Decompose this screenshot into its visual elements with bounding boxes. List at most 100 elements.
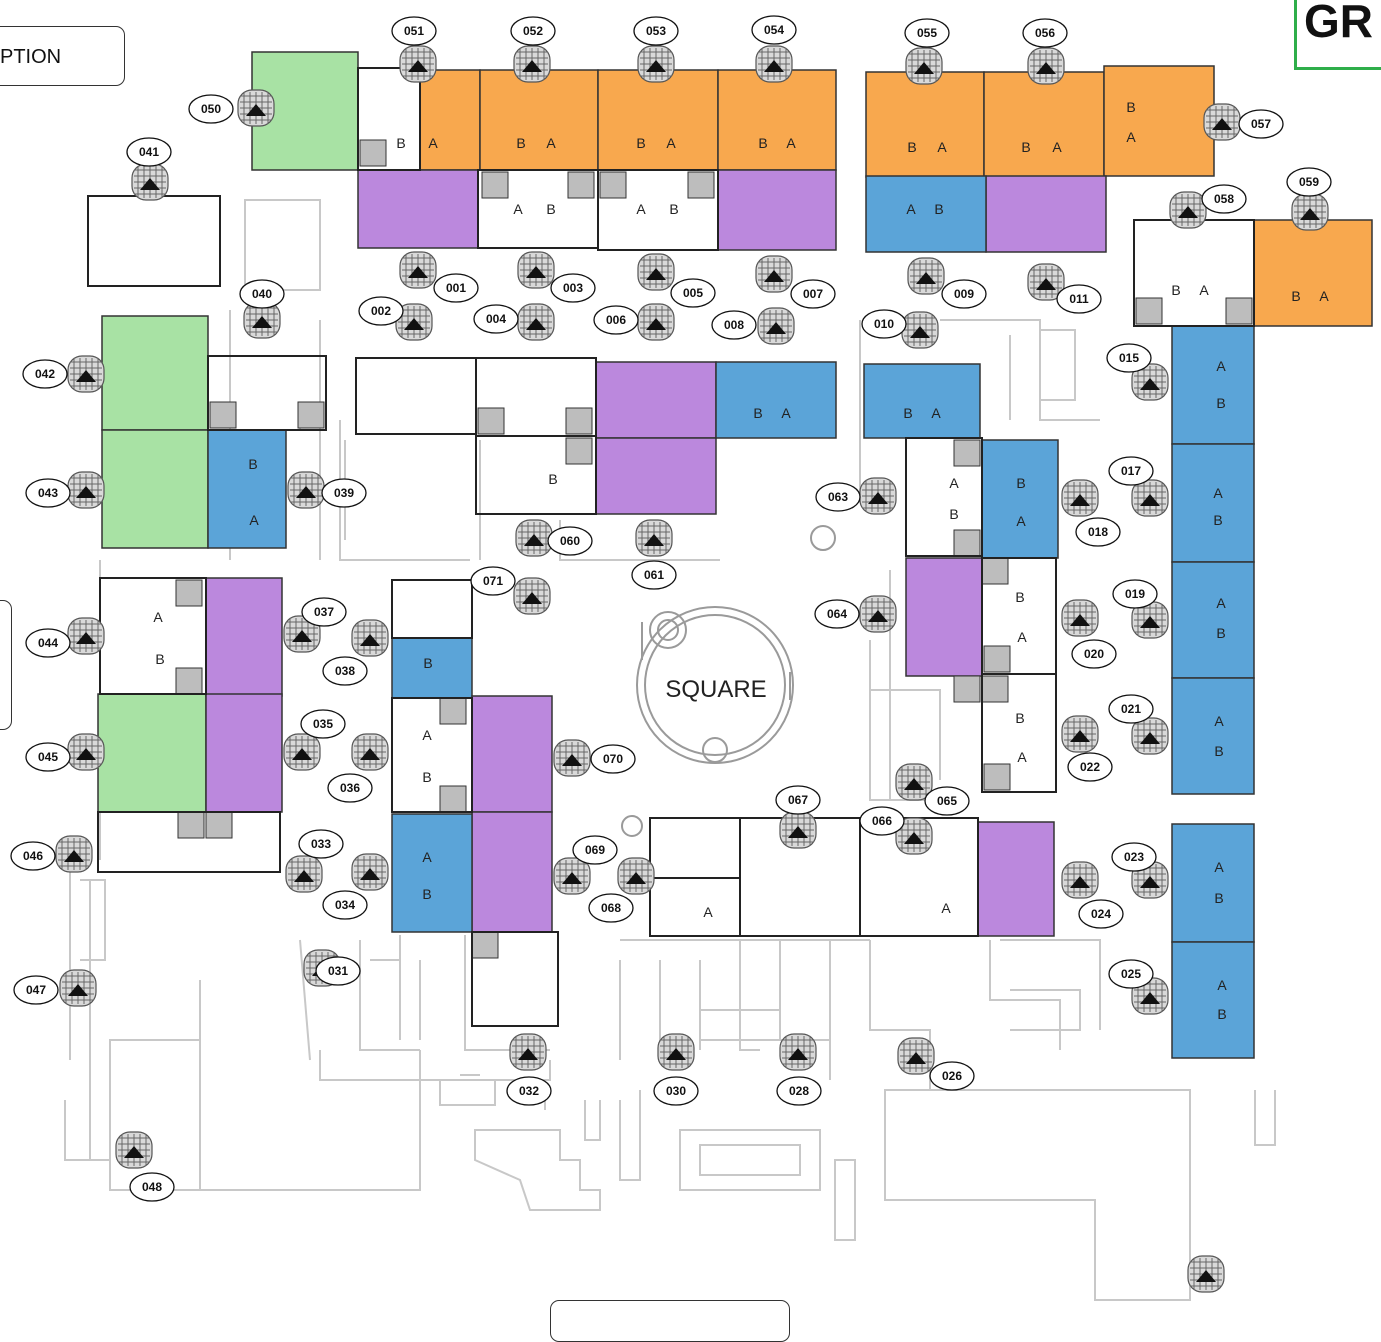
villa-label-018[interactable]: 018	[1075, 517, 1121, 547]
villa-block	[981, 439, 1059, 559]
villa-number: 034	[335, 898, 355, 912]
villa-label-034[interactable]: 034	[322, 890, 368, 920]
stair-icon	[67, 733, 105, 771]
unit-letter: A	[1214, 713, 1224, 729]
unit-grey-square	[1135, 297, 1163, 325]
villa-label-053[interactable]: 053	[633, 16, 679, 46]
villa-label-061[interactable]: 061	[631, 560, 677, 590]
villa-label-046[interactable]: 046	[10, 841, 56, 871]
villa-label-022[interactable]: 022	[1067, 752, 1113, 782]
villa-label-064[interactable]: 064	[814, 599, 860, 629]
stair-icon	[553, 739, 591, 777]
villa-label-010[interactable]: 010	[861, 309, 907, 339]
villa-number: 053	[646, 24, 666, 38]
villa-label-003[interactable]: 003	[550, 273, 596, 303]
villa-label-032[interactable]: 032	[506, 1076, 552, 1106]
villa-label-070[interactable]: 070	[590, 744, 636, 774]
villa-label-005[interactable]: 005	[670, 278, 716, 308]
villa-label-024[interactable]: 024	[1078, 899, 1124, 929]
unit-grey-square	[1225, 297, 1253, 325]
unit-grey-square	[481, 171, 509, 199]
stair-icon	[637, 303, 675, 341]
villa-number: 041	[139, 145, 159, 159]
villa-label-040[interactable]: 040	[239, 279, 285, 309]
villa-label-059[interactable]: 059	[1286, 167, 1332, 197]
villa-label-071[interactable]: 071	[470, 566, 516, 596]
villa-label-028[interactable]: 028	[776, 1076, 822, 1106]
villa-label-002[interactable]: 002	[358, 296, 404, 326]
villa-label-021[interactable]: 021	[1108, 694, 1154, 724]
unit-letter: B	[1214, 890, 1223, 906]
villa-label-025[interactable]: 025	[1108, 959, 1154, 989]
stair-icon	[351, 853, 389, 891]
villa-label-067[interactable]: 067	[775, 785, 821, 815]
villa-label-033[interactable]: 033	[298, 829, 344, 859]
stair-icon	[1061, 599, 1099, 637]
villa-label-066[interactable]: 066	[859, 806, 905, 836]
villa-label-047[interactable]: 047	[13, 975, 59, 1005]
villa-label-045[interactable]: 045	[25, 742, 71, 772]
villa-label-041[interactable]: 041	[126, 137, 172, 167]
unit-letter: A	[513, 201, 523, 217]
villa-label-020[interactable]: 020	[1071, 639, 1117, 669]
villa-label-054[interactable]: 054	[751, 15, 797, 45]
villa-label-068[interactable]: 068	[588, 893, 634, 923]
villa-label-015[interactable]: 015	[1106, 343, 1152, 373]
villa-label-036[interactable]: 036	[327, 773, 373, 803]
villa-label-052[interactable]: 052	[510, 16, 556, 46]
villa-label-031[interactable]: 031	[315, 956, 361, 986]
villa-label-030[interactable]: 030	[653, 1076, 699, 1106]
villa-label-019[interactable]: 019	[1112, 579, 1158, 609]
villa-label-060[interactable]: 060	[547, 526, 593, 556]
stair-icon	[237, 89, 275, 127]
villa-label-023[interactable]: 023	[1111, 842, 1157, 872]
villa-label-050[interactable]: 050	[188, 94, 234, 124]
unit-letter: A	[1016, 513, 1026, 529]
unit-letter: B	[1291, 288, 1300, 304]
stair-icon	[859, 477, 897, 515]
villa-label-051[interactable]: 051	[391, 16, 437, 46]
villa-number: 047	[26, 983, 46, 997]
stair-icon	[895, 763, 933, 801]
villa-number: 057	[1251, 117, 1271, 131]
unit-letter: B	[903, 405, 912, 421]
villa-label-055[interactable]: 055	[904, 18, 950, 48]
villa-label-011[interactable]: 011	[1056, 284, 1102, 314]
villa-block	[1171, 325, 1255, 445]
stair-icon	[1131, 717, 1169, 755]
villa-label-004[interactable]: 004	[473, 304, 519, 334]
villa-label-042[interactable]: 042	[22, 359, 68, 389]
villa-label-037[interactable]: 037	[301, 597, 347, 627]
villa-label-001[interactable]: 001	[433, 273, 479, 303]
villa-number: 056	[1035, 26, 1055, 40]
villa-label-026[interactable]: 026	[929, 1061, 975, 1091]
villa-label-065[interactable]: 065	[924, 786, 970, 816]
villa-label-056[interactable]: 056	[1022, 18, 1068, 48]
villa-label-009[interactable]: 009	[941, 279, 987, 309]
villa-label-058[interactable]: 058	[1201, 184, 1247, 214]
villa-block	[391, 637, 473, 699]
building-outline	[207, 355, 327, 431]
villa-label-008[interactable]: 008	[711, 310, 757, 340]
stair-icon	[67, 471, 105, 509]
villa-label-035[interactable]: 035	[300, 709, 346, 739]
villa-label-006[interactable]: 006	[593, 305, 639, 335]
villa-label-063[interactable]: 063	[815, 482, 861, 512]
villa-label-044[interactable]: 044	[25, 628, 71, 658]
villa-label-039[interactable]: 039	[321, 478, 367, 508]
unit-letter: A	[1214, 859, 1224, 875]
villa-label-069[interactable]: 069	[572, 835, 618, 865]
unit-grey-square	[565, 437, 593, 465]
villa-label-043[interactable]: 043	[25, 478, 71, 508]
villa-block	[1171, 561, 1255, 679]
villa-label-048[interactable]: 048	[129, 1172, 175, 1202]
unit-letter: A	[1052, 139, 1062, 155]
villa-block	[905, 557, 983, 677]
villa-label-017[interactable]: 017	[1108, 456, 1154, 486]
villa-number: 032	[519, 1084, 539, 1098]
villa-label-057[interactable]: 057	[1238, 109, 1284, 139]
villa-label-007[interactable]: 007	[790, 279, 836, 309]
villa-block	[207, 429, 287, 549]
villa-label-038[interactable]: 038	[322, 656, 368, 686]
